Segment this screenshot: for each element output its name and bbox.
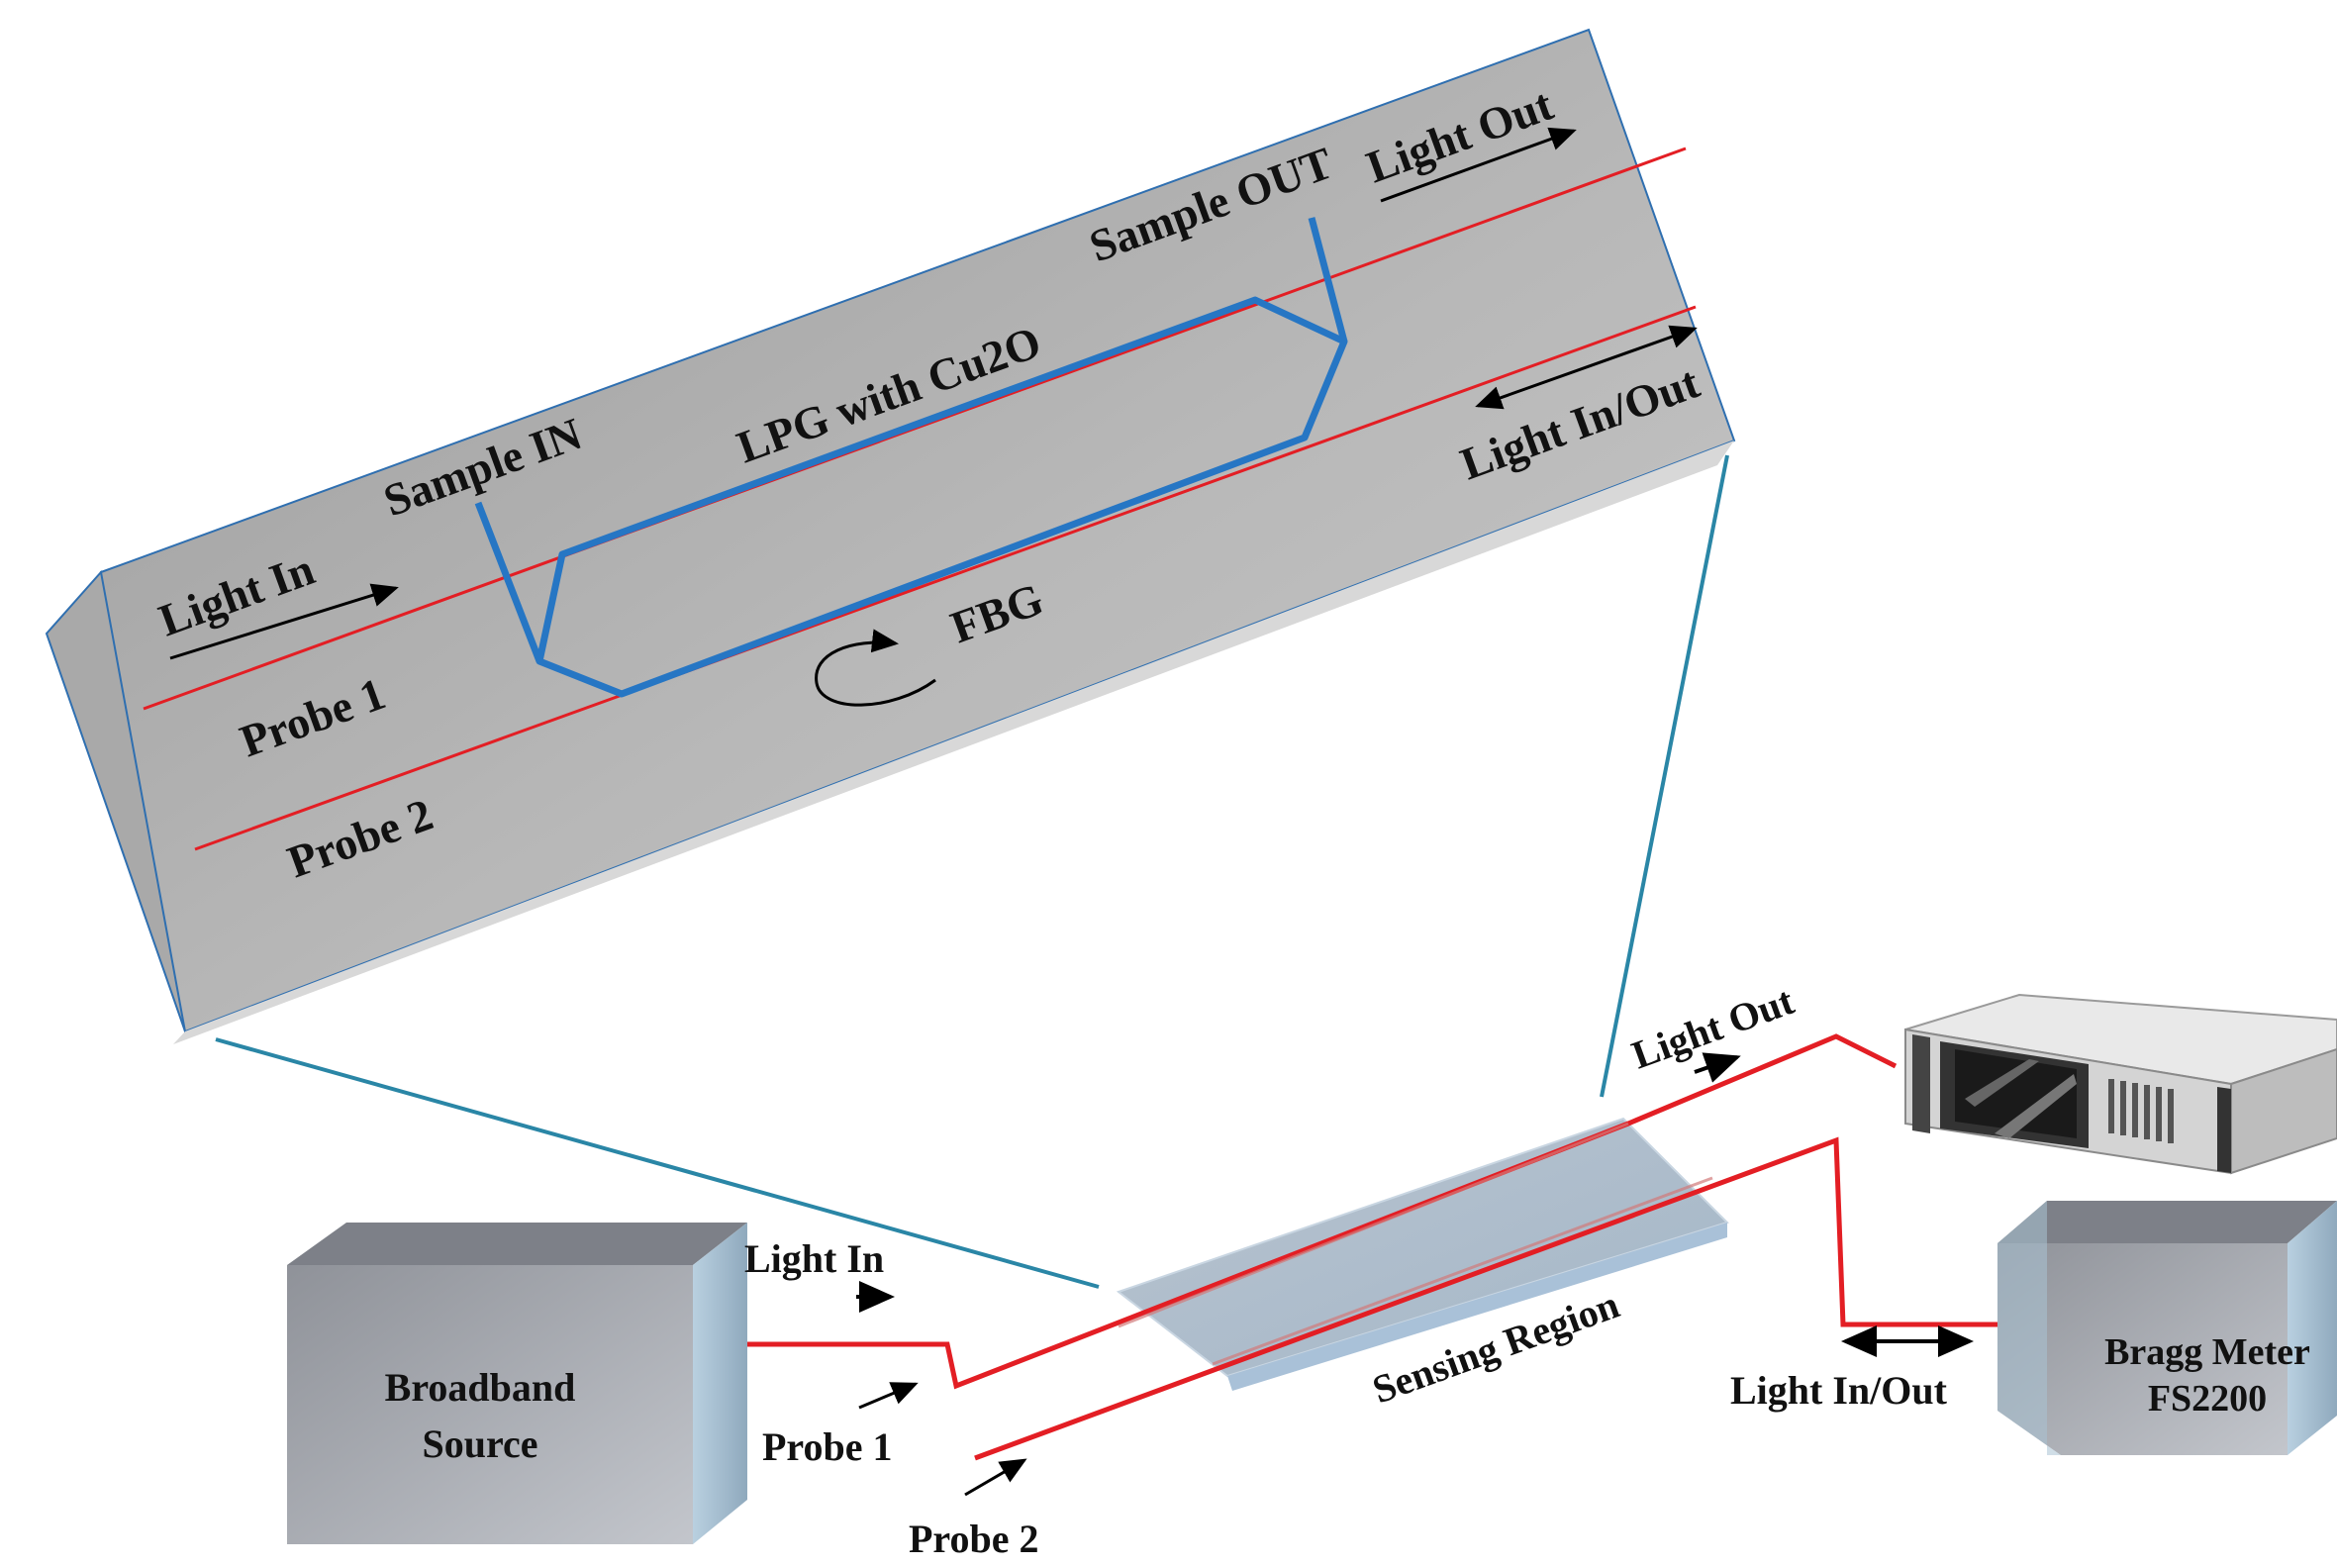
fbg-reflection-arrow xyxy=(815,629,936,707)
setup-probe2-label: Probe 2 xyxy=(909,1517,1038,1561)
source-label-line2: Source xyxy=(422,1421,537,1466)
chip-light-out-arrow xyxy=(1380,127,1577,203)
zoom-line-left xyxy=(215,1037,1100,1289)
setup-light-in-out-label: Light In/Out xyxy=(1730,1368,1948,1413)
chip-light-in-arrow xyxy=(169,583,399,660)
chip-zoom: Light In Light Out Light In/Out Sample I… xyxy=(45,28,1736,1044)
setup-probe1-label: Probe 1 xyxy=(762,1424,892,1469)
sample-channel xyxy=(474,296,1348,698)
rack-pc xyxy=(1904,993,2337,1175)
chip-top-face xyxy=(99,28,1736,1033)
sample-out-tube xyxy=(1308,217,1348,343)
meter-label-line1: Bragg Meter xyxy=(2104,1331,2310,1373)
chip-bottom-face xyxy=(173,441,1734,1044)
source-label-line1: Broadband xyxy=(385,1365,576,1410)
probe2-fiber xyxy=(194,305,1697,851)
sensing-region-slide xyxy=(1116,1117,1729,1391)
setup-light-in-label: Light In xyxy=(744,1236,884,1281)
zoom-line-right xyxy=(1600,454,1729,1098)
setup-probe2-fiber xyxy=(974,1136,2029,1461)
broadband-source-box xyxy=(287,1223,747,1544)
probe1-pointer xyxy=(858,1382,919,1410)
meter-label-line2: FS2200 xyxy=(2148,1378,2267,1420)
setup-light-out-arrow xyxy=(1694,1052,1741,1083)
probe2-pointer xyxy=(964,1458,1027,1497)
chip-light-in-out-arrow xyxy=(1475,325,1698,410)
bragg-meter-box xyxy=(1997,1201,2337,1455)
